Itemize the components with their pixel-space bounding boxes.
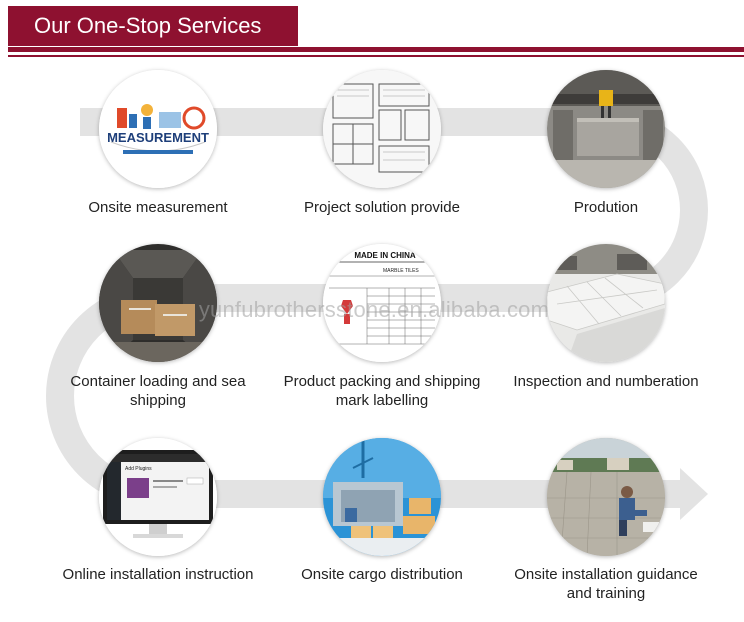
measurement-icon: MEASUREMENT <box>99 70 217 188</box>
computer-monitor-icon: Add Plugins <box>99 438 217 556</box>
header-rule-thin <box>8 55 744 57</box>
watermark-text: yunfubrothersstone.en.alibaba.com <box>198 297 550 322</box>
shipping-mark-icon: MADE IN CHINA MARBLE TILES <box>323 244 441 362</box>
service-label-online-instruction: Online installation instruction <box>62 566 254 583</box>
factory-crane-icon <box>547 70 665 188</box>
service-circle-packing: MADE IN CHINA MARBLE TILES <box>323 244 441 362</box>
service-label-packing: Product packing and shipping mark labell… <box>283 373 481 409</box>
header-rule-thick <box>8 47 744 52</box>
measurement-icon-text: MEASUREMENT <box>107 130 209 145</box>
worker-paving-icon <box>547 438 665 556</box>
service-label-container: Container loading and sea shipping <box>70 373 246 409</box>
service-circle-measurement: MEASUREMENT <box>99 70 217 188</box>
service-label-inspection: Inspection and numberation <box>513 373 699 390</box>
service-label-solution: Project solution provide <box>304 199 460 216</box>
service-circle-onsite-training <box>547 438 665 556</box>
page-title: Our One-Stop Services <box>8 6 298 46</box>
warehouse-icon <box>323 438 441 556</box>
flow-arrow-head <box>680 468 708 520</box>
service-label-production: Prodution <box>573 199 639 216</box>
shipping-mark-field: MARBLE TILES <box>383 268 419 274</box>
shipping-mark-heading: MADE IN CHINA <box>354 251 416 260</box>
service-circle-container <box>99 244 217 362</box>
service-label-measurement: Onsite measurement <box>88 199 228 216</box>
service-label-cargo: Onsite cargo distribution <box>301 566 463 583</box>
service-label-onsite-training: Onsite installation guidance and trainin… <box>514 566 698 602</box>
service-circle-production <box>547 70 665 188</box>
service-circle-cargo <box>323 438 441 556</box>
monitor-tab-text: Add Plugins <box>125 466 152 472</box>
service-circle-solution <box>323 70 441 188</box>
blueprint-icon <box>323 70 441 188</box>
service-circle-online-instruction: Add Plugins <box>99 438 217 556</box>
